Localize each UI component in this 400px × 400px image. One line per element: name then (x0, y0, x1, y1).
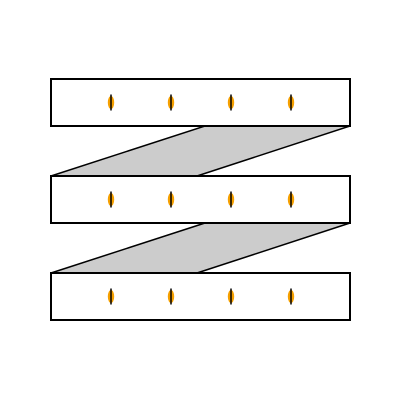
tick-mark (107, 288, 115, 305)
band-3 (50, 272, 351, 321)
band-outline (50, 175, 351, 224)
connector-shade (51, 223, 350, 273)
band-outline (50, 78, 351, 127)
connector-shade (51, 126, 350, 176)
tick-mark (287, 94, 295, 111)
tick-mark (167, 94, 175, 111)
tick-mark (227, 94, 235, 111)
connector-edge-right (196, 125, 351, 177)
tick-mark (167, 288, 175, 305)
connector-edge-right (196, 222, 351, 274)
band-outline (50, 272, 351, 321)
band-layer (50, 78, 351, 321)
tick-mark (167, 191, 175, 208)
connector-1 (50, 125, 351, 177)
connector-2 (50, 222, 351, 274)
band-2 (50, 175, 351, 224)
connector-edge-left (50, 222, 206, 274)
tick-mark (107, 191, 115, 208)
tick-mark (227, 288, 235, 305)
tick-mark (287, 191, 295, 208)
tick-mark (107, 94, 115, 111)
connector-layer (50, 125, 351, 274)
connector-edge-left (50, 125, 206, 177)
tick-mark (227, 191, 235, 208)
tick-mark (287, 288, 295, 305)
band-1 (50, 78, 351, 127)
